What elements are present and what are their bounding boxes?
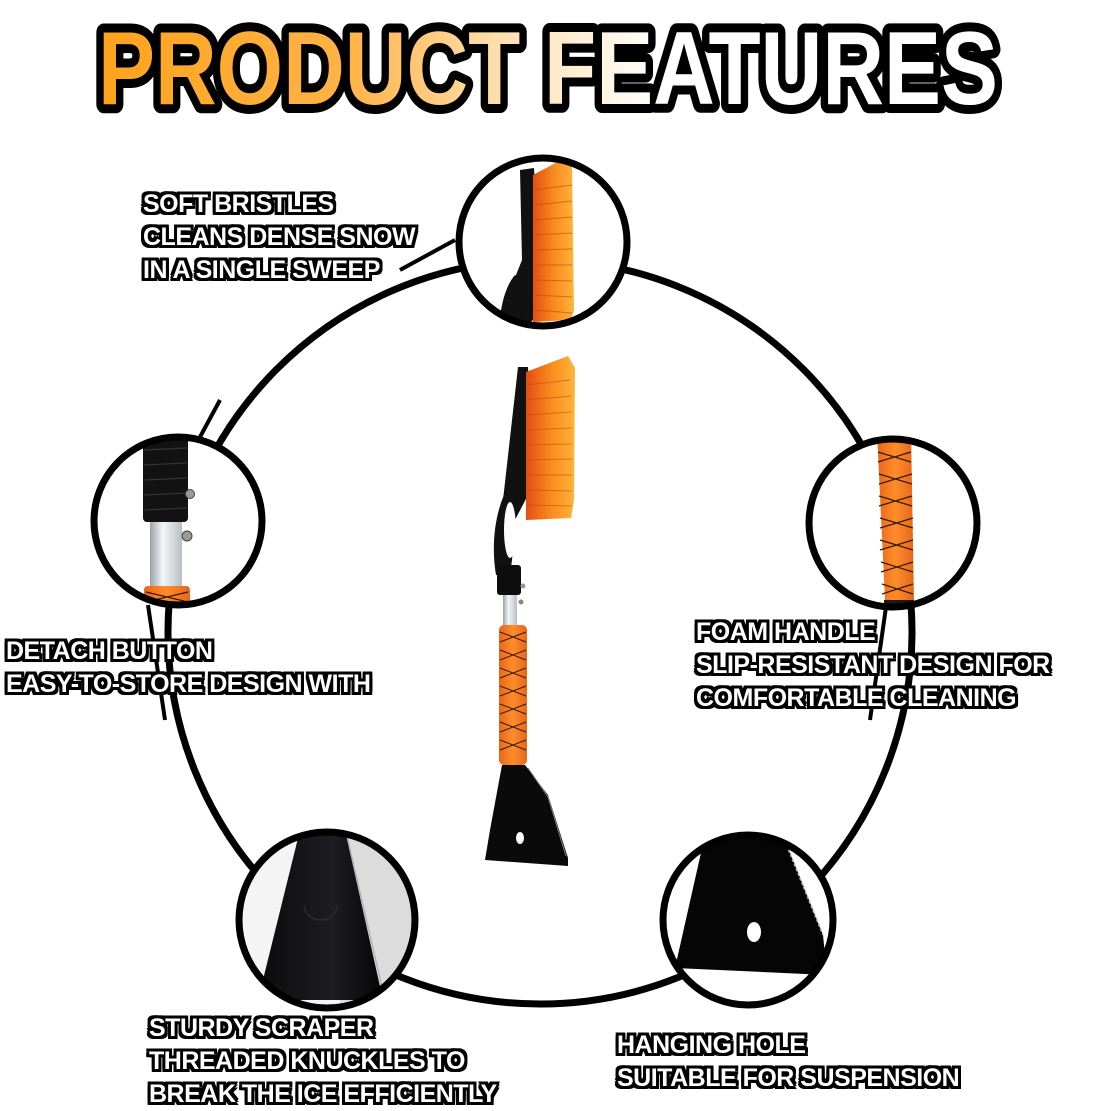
feature-caption-soft-bristles: SOFT BRISTLES CLEANS DENSE SNOW IN A SIN… bbox=[143, 188, 416, 287]
caption-line: STURDY SCRAPER bbox=[149, 1014, 374, 1042]
caption-line: CLEANS DENSE SNOW bbox=[143, 223, 416, 251]
caption-line: THREADED KNUCKLES TO bbox=[149, 1047, 465, 1075]
detail-circle-hanging-hole bbox=[659, 831, 837, 1009]
caption-line: SOFT BRISTLES bbox=[143, 190, 334, 218]
feature-caption-sturdy-scraper: STURDY SCRAPER THREADED KNUCKLES TO BREA… bbox=[149, 1012, 497, 1111]
feature-caption-hanging-hole: HANGING HOLE SUITABLE FOR SUSPENSION bbox=[617, 1029, 960, 1095]
detail-circle-foam-handle bbox=[805, 435, 981, 611]
detail-circle-scraper bbox=[235, 828, 419, 1012]
leader-lines bbox=[146, 238, 888, 721]
caption-line: COMFORTABLE CLEANING bbox=[696, 684, 1017, 712]
feature-caption-foam-handle: FOAM HANDLE SLIP-RESISTANT DESIGN FOR CO… bbox=[696, 616, 1050, 715]
caption-line: BREAK THE ICE EFFICIENTLY bbox=[149, 1080, 497, 1108]
caption-line: FOAM HANDLE bbox=[696, 618, 876, 646]
caption-line: EASY-TO-STORE DESIGN WITH bbox=[6, 670, 371, 698]
detail-circle-bristles bbox=[455, 154, 631, 330]
feature-caption-detach-button: DETACH BUTTON EASY-TO-STORE DESIGN WITH bbox=[6, 635, 371, 701]
title-text: PRODUCT FEATURES bbox=[98, 11, 998, 127]
caption-line: DETACH BUTTON bbox=[6, 637, 213, 665]
caption-line: HANGING HOLE bbox=[617, 1031, 806, 1059]
page-title: PRODUCT FEATURES bbox=[0, 0, 1096, 130]
caption-line: IN A SINGLE SWEEP bbox=[143, 256, 380, 284]
detail-circle-detach-button bbox=[90, 433, 266, 609]
snow-brush-product bbox=[485, 356, 575, 866]
caption-line: SUITABLE FOR SUSPENSION bbox=[617, 1064, 960, 1092]
caption-line: SLIP-RESISTANT DESIGN FOR bbox=[696, 651, 1050, 679]
